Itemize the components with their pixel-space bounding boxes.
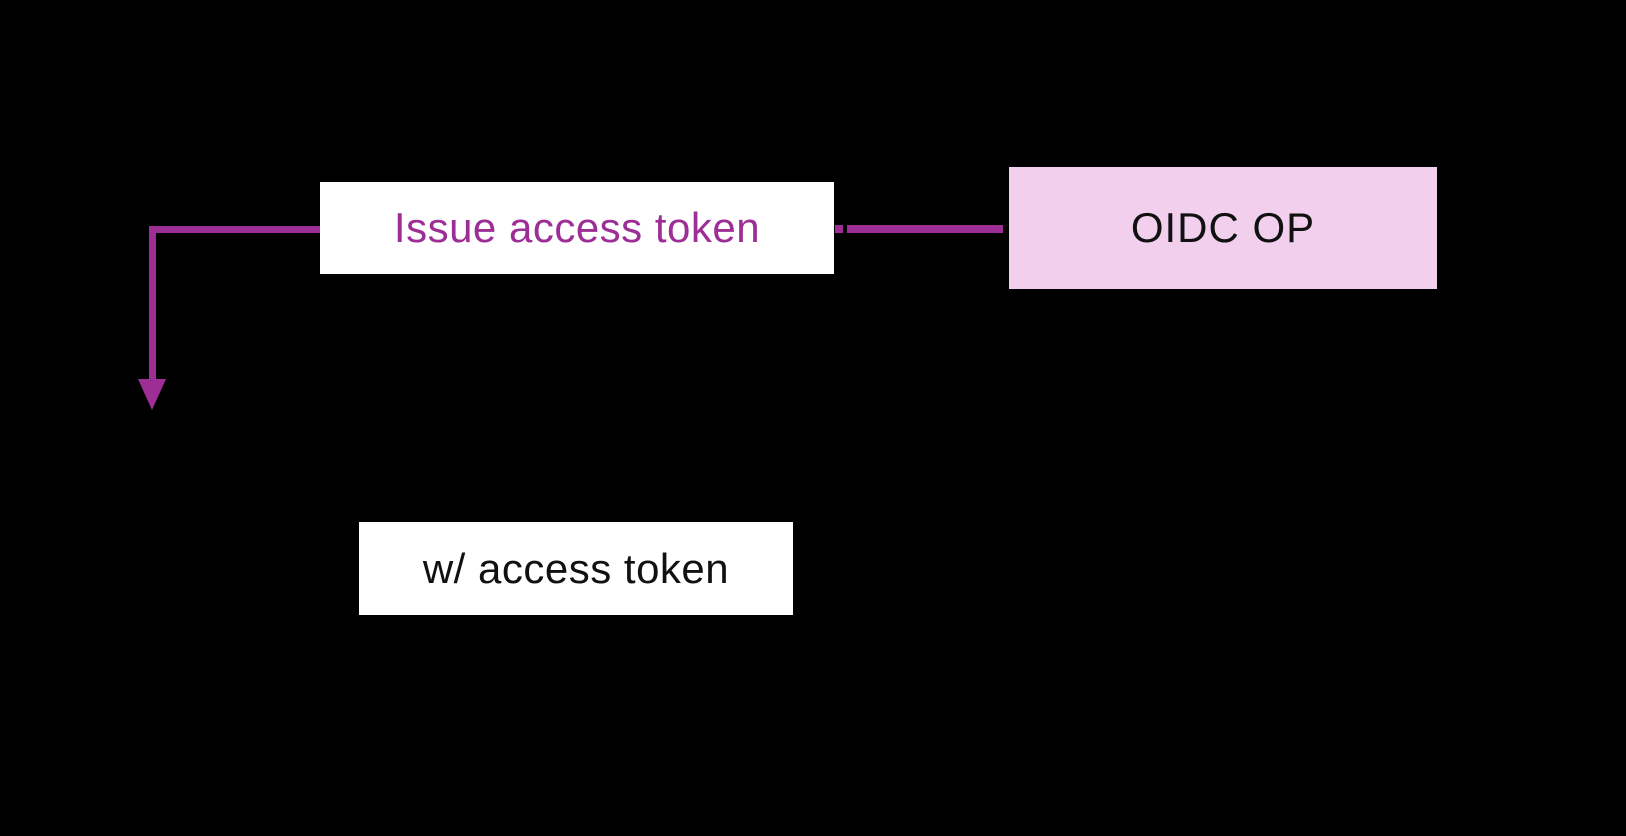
connector-line-oidc-to-issue: [847, 225, 1003, 233]
node-w-access-token-label: w/ access token: [422, 544, 730, 592]
node-oidc-op-label: OIDC OP: [1130, 204, 1316, 251]
node-w-access-token: w/ access token: [359, 522, 793, 615]
elbow-arrow-vertical-segment: [149, 226, 156, 379]
elbow-arrow-horizontal-segment: [149, 226, 320, 233]
node-oidc-op: OIDC OP: [1009, 167, 1437, 289]
node-issue-access-token: Issue access token: [320, 182, 834, 274]
arrowhead-down-icon: [138, 379, 166, 410]
node-issue-access-token-label: Issue access token: [393, 204, 761, 251]
connector-dash-segment: [835, 225, 843, 233]
